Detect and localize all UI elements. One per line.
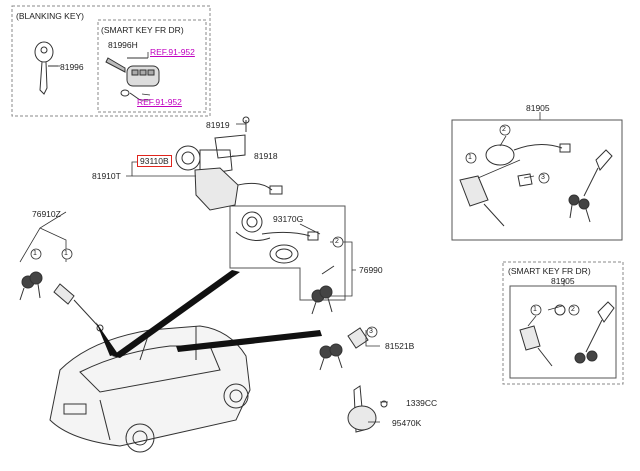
hood-lock-parts — [319, 327, 369, 371]
callout-2-door: 2 — [502, 126, 506, 133]
pointer-wedge-ignition — [112, 270, 240, 358]
immobilizer-callout — [229, 205, 346, 301]
callout-1-tailgate: 1 — [64, 250, 68, 257]
ref-link-2[interactable]: REF.91-952 — [137, 97, 182, 107]
tailgate-lock-parts — [19, 271, 104, 332]
part-93110B-highlighted[interactable]: 93110B — [137, 155, 172, 167]
smart-door-lock-parts — [519, 301, 615, 367]
blanking-key-title: (BLANKING KEY) — [16, 11, 85, 21]
callout-1-left: 1 — [33, 250, 37, 257]
blanking-key-panel — [11, 5, 211, 117]
smart-key-fob-top — [105, 57, 160, 101]
pointer-wedge-tailgate — [96, 322, 118, 356]
part-95470K[interactable]: 95470K — [392, 418, 422, 428]
door-lock-panel — [451, 119, 623, 241]
ref-link-1[interactable]: REF.91-952 — [150, 47, 195, 57]
part-93170G[interactable]: 93170G — [273, 214, 304, 224]
smart-key-right-title: (SMART KEY FR DR) — [508, 266, 591, 276]
part-81918[interactable]: 81918 — [254, 151, 278, 161]
part-81905-bottom[interactable]: 81905 — [551, 276, 575, 286]
part-81521B[interactable]: 81521B — [385, 341, 415, 351]
blanking-key-drawing — [34, 41, 58, 95]
door-lock-parts — [459, 143, 613, 227]
callout-1-smart: 1 — [533, 306, 537, 313]
part-81996[interactable]: 81996 — [60, 62, 84, 72]
part-81910T[interactable]: 81910T — [92, 171, 121, 181]
callout-3-door: 3 — [541, 174, 545, 181]
callout-3-81521B: 3 — [369, 328, 373, 335]
callout-2-smart: 2 — [571, 306, 575, 313]
vehicle-drawing — [49, 325, 251, 453]
part-76910Z[interactable]: 76910Z — [32, 209, 61, 219]
callout-2-76990: 2 — [335, 238, 339, 245]
immobilizer-coil — [235, 211, 319, 264]
part-81919[interactable]: 81919 — [206, 120, 230, 130]
part-81905-top[interactable]: 81905 — [526, 103, 550, 113]
smart-key-right-panel — [502, 261, 624, 385]
part-76990[interactable]: 76990 — [359, 265, 383, 275]
ignition-assembly — [175, 116, 283, 211]
keys-76990 — [311, 265, 335, 315]
smart-key-right-inner — [509, 285, 617, 379]
smart-key-top-title: (SMART KEY FR DR) — [101, 25, 184, 35]
callout-circles — [30, 124, 580, 338]
pointer-wedge-hood — [176, 330, 322, 352]
callout-1-door: 1 — [468, 154, 472, 161]
part-1339CC[interactable]: 1339CC — [406, 398, 438, 408]
actuator-95470K — [347, 385, 388, 433]
part-81996H[interactable]: 81996H — [108, 40, 138, 50]
